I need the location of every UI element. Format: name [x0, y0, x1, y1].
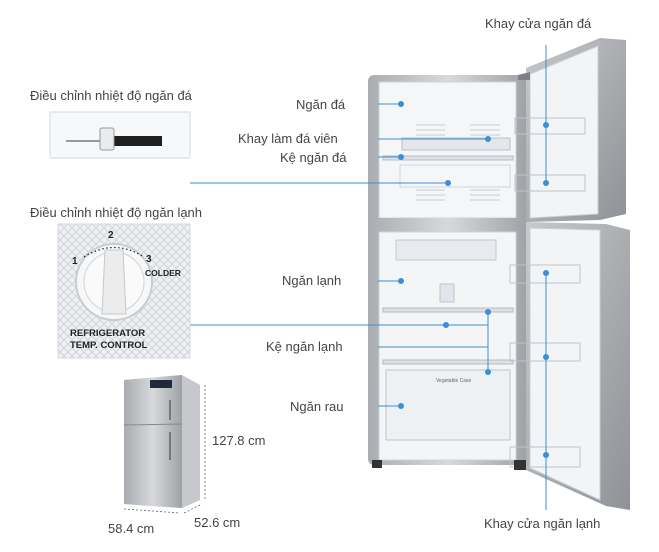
- dimension-depth: 52.6 cm: [194, 515, 241, 530]
- knob-number-3: 3: [146, 254, 152, 265]
- dimension-height: 127.8 cm: [212, 433, 266, 448]
- fridge-door: [509, 222, 630, 510]
- label-fridge-door-tray: Khay cửa ngăn lạnh: [484, 516, 601, 531]
- knob-number-1: 1: [72, 256, 78, 267]
- knob-number-2: 2: [108, 230, 114, 241]
- label-fridge-shelf: Kệ ngăn lạnh: [266, 339, 343, 354]
- fridge-temp-knob-panel: 1 2 3 COLDER REFRIGERATOR TEMP. CONTROL: [57, 223, 191, 359]
- freezer-temp-slider: [49, 111, 191, 159]
- dimension-width: 58.4 cm: [108, 521, 155, 536]
- fridge-body: Vegetable Case: [368, 75, 528, 468]
- knob-caption-line1: REFRIGERATOR: [70, 328, 145, 339]
- callout-dots: [398, 101, 549, 458]
- label-freezer-door-tray: Khay cửa ngăn đá: [485, 16, 592, 31]
- label-fridge-temp-adjust: Điều chỉnh nhiệt độ ngăn lạnh: [30, 205, 203, 220]
- knob-caption-line2: TEMP. CONTROL: [70, 340, 148, 351]
- label-freezer: Ngăn đá: [296, 97, 346, 112]
- label-fridge: Ngăn lạnh: [282, 273, 342, 288]
- label-freezer-temp-adjust: Điều chỉnh nhiệt độ ngăn đá: [30, 88, 192, 103]
- knob-colder-label: COLDER: [145, 268, 181, 278]
- label-freezer-shelf: Kệ ngăn đá: [280, 150, 347, 165]
- callout-lines: [190, 45, 547, 510]
- label-vegetable: Ngăn rau: [290, 399, 344, 414]
- dimension-fridge: [123, 375, 206, 514]
- crisper-label: Vegetable Case: [436, 378, 472, 384]
- freezer-door: [514, 38, 626, 222]
- label-ice-tray: Khay làm đá viên: [238, 131, 338, 146]
